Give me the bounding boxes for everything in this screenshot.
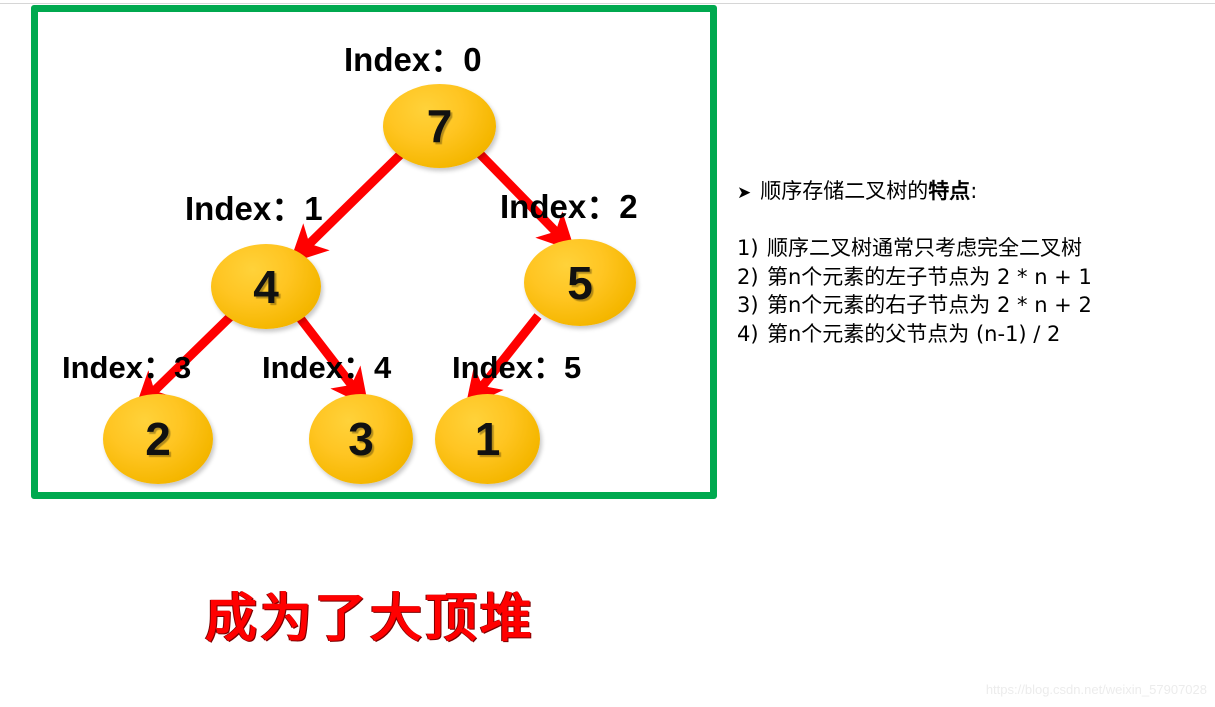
tree-node-5[interactable]: 5	[524, 239, 636, 326]
notes-item: 4) 第n个元素的父节点为 (n-1) / 2	[737, 320, 1207, 349]
notes-item-text: 顺序二叉树通常只考虑完全二叉树	[767, 236, 1082, 260]
tree-node-2[interactable]: 2	[103, 394, 213, 484]
tree-node-7[interactable]: 7	[383, 84, 496, 168]
source-watermark: https://blog.csdn.net/weixin_57907028	[985, 682, 1207, 697]
index-label-2: Index：2	[500, 188, 638, 225]
notes-item-number: 4)	[737, 321, 759, 346]
notes-heading-text: 顺序存储二叉树的特点:	[760, 176, 977, 206]
notes-item-text: 第n个元素的父节点为 (n-1) / 2	[767, 321, 1061, 346]
conclusion-caption: 成为了大顶堆	[205, 589, 536, 649]
top-divider-rule	[0, 3, 1215, 4]
notes-item-text: 第n个元素的右子节点为 2 * n + 2	[767, 293, 1092, 317]
notes-block: ➤ 顺序存储二叉树的特点: 1) 顺序二叉树通常只考虑完全二叉树 2) 第n个元…	[737, 176, 1207, 348]
index-label-0: Index：0	[344, 41, 482, 78]
notes-heading-prefix: 顺序存储二叉树的	[760, 179, 929, 203]
notes-list: 1) 顺序二叉树通常只考虑完全二叉树 2) 第n个元素的左子节点为 2 * n …	[737, 234, 1207, 348]
tree-node-1[interactable]: 1	[435, 394, 540, 484]
index-label-3: Index：3	[62, 350, 192, 385]
arrow-bullet-icon: ➤	[737, 183, 752, 203]
notes-heading: ➤ 顺序存储二叉树的特点:	[737, 176, 1207, 208]
notes-item: 1) 顺序二叉树通常只考虑完全二叉树	[737, 234, 1207, 263]
notes-item-number: 1)	[737, 236, 759, 260]
notes-heading-highlight: 特点	[928, 179, 971, 203]
tree-node-4[interactable]: 4	[211, 244, 321, 329]
notes-item-number: 2)	[737, 264, 759, 289]
index-label-5: Index：5	[452, 350, 582, 385]
notes-item: 2) 第n个元素的左子节点为 2 * n + 1	[737, 263, 1207, 292]
notes-item-number: 3)	[737, 293, 759, 317]
notes-item-text: 第n个元素的左子节点为 2 * n + 1	[767, 264, 1092, 289]
index-label-4: Index：4	[262, 350, 392, 385]
notes-heading-suffix: :	[970, 179, 978, 203]
tree-node-3[interactable]: 3	[309, 394, 413, 484]
index-label-1: Index：1	[185, 190, 323, 227]
notes-item: 3) 第n个元素的右子节点为 2 * n + 2	[737, 291, 1207, 320]
